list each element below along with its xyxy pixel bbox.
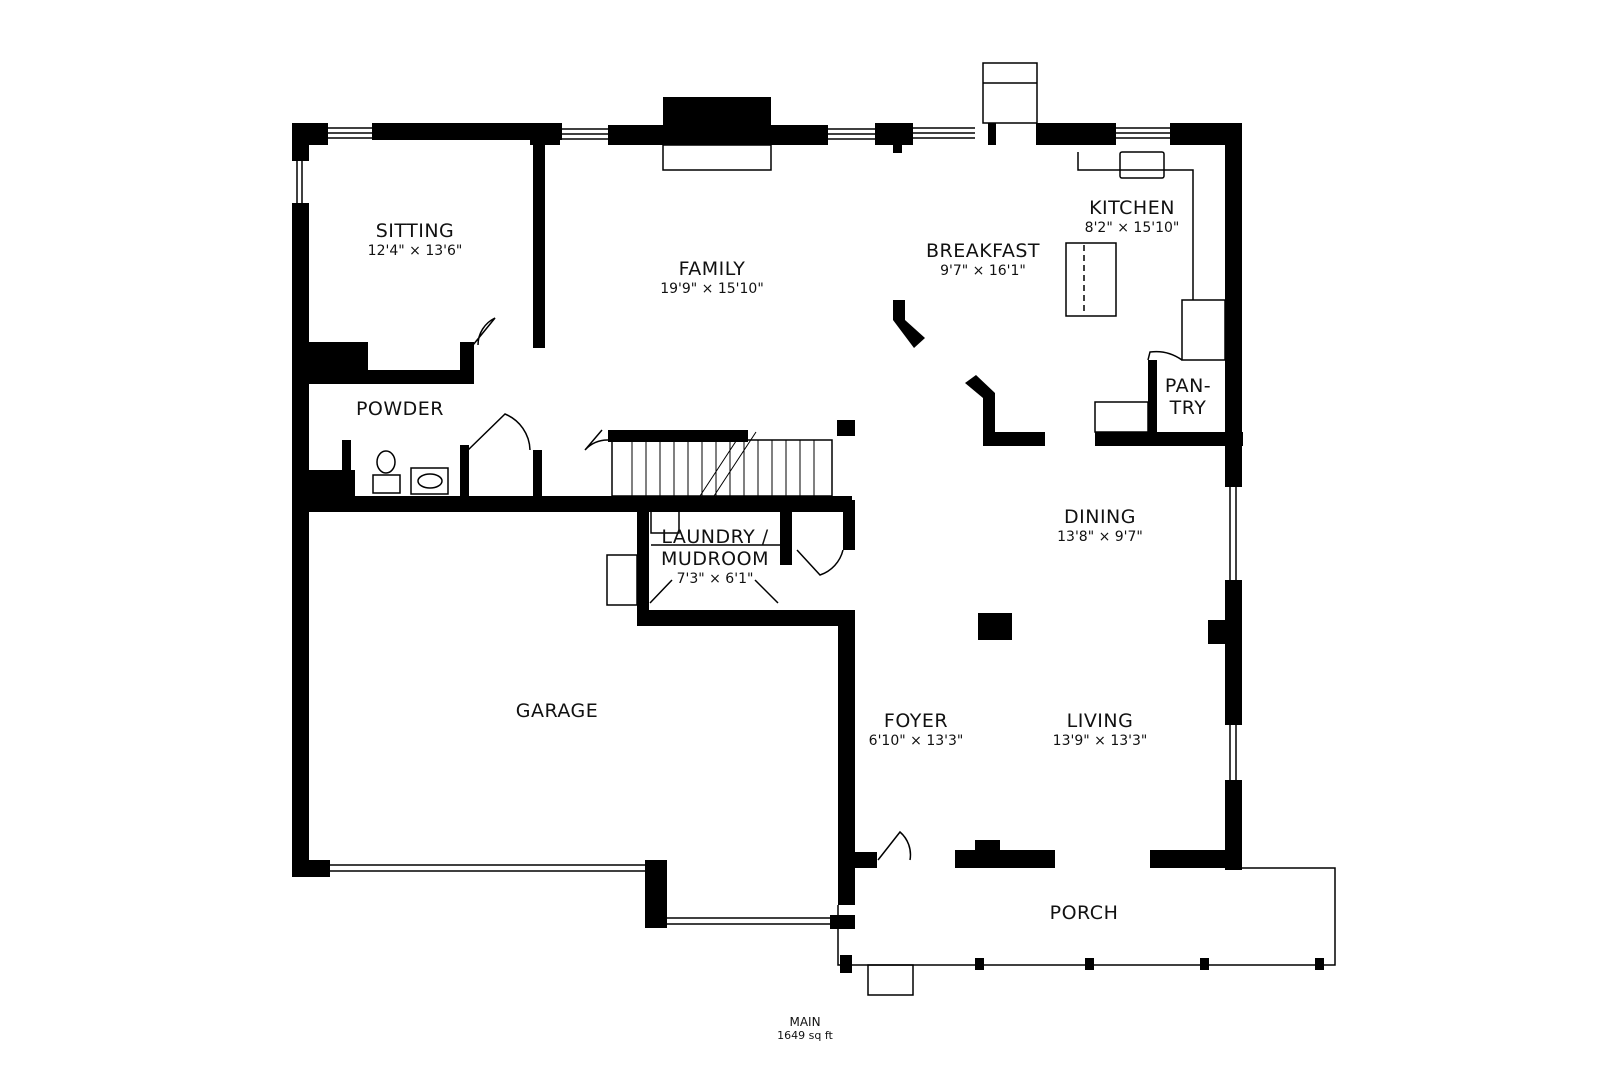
walls bbox=[292, 97, 1324, 973]
room-dimensions: 12'4" × 13'6" bbox=[367, 243, 463, 259]
room-kitchen: KITCHEN 8'2" × 15'10" bbox=[1085, 197, 1180, 237]
room-name: SITTING bbox=[375, 220, 455, 242]
room-garage: GARAGE bbox=[516, 700, 599, 722]
room-dimensions: 7'3" × 6'1" bbox=[676, 571, 754, 587]
room-name: DINING bbox=[1064, 506, 1136, 528]
room-dimensions: 8'2" × 15'10" bbox=[1084, 220, 1180, 236]
room-laundry-mudroom: LAUNDRY / MUDROOM 7'3" × 6'1" bbox=[661, 526, 769, 588]
room-dimensions: 6'10" × 13'3" bbox=[868, 733, 964, 749]
room-dining: DINING 13'8" × 9'7" bbox=[1057, 506, 1143, 546]
room-pantry: PAN- TRY bbox=[1165, 375, 1211, 419]
room-dimensions: 13'9" × 13'3" bbox=[1052, 733, 1148, 749]
room-name: FOYER bbox=[883, 710, 949, 732]
room-dimensions: 13'8" × 9'7" bbox=[1057, 529, 1143, 545]
room-name: GARAGE bbox=[515, 700, 599, 722]
room-living: LIVING 13'9" × 13'3" bbox=[1053, 710, 1148, 750]
room-family: FAMILY 19'9" × 15'10" bbox=[660, 258, 764, 298]
room-dimensions: 19'9" × 15'10" bbox=[660, 281, 764, 297]
room-foyer: FOYER 6'10" × 13'3" bbox=[869, 710, 964, 750]
room-name: BREAKFAST bbox=[925, 240, 1041, 262]
room-name: LAUNDRY / bbox=[661, 526, 769, 548]
room-name-line2: TRY bbox=[1169, 397, 1207, 419]
total-area: 1649 sq ft bbox=[777, 1029, 833, 1042]
room-porch: PORCH bbox=[1050, 902, 1119, 924]
room-name-line1: PAN- bbox=[1164, 375, 1212, 397]
room-name: LIVING bbox=[1066, 710, 1134, 732]
plan-footer: MAIN 1649 sq ft bbox=[777, 1015, 833, 1042]
room-dimensions: 9'7" × 16'1" bbox=[940, 263, 1026, 279]
room-powder: POWDER bbox=[356, 398, 444, 420]
room-breakfast: BREAKFAST 9'7" × 16'1" bbox=[926, 240, 1040, 280]
room-name: KITCHEN bbox=[1089, 197, 1175, 219]
room-name: POWDER bbox=[355, 398, 445, 420]
room-name: FAMILY bbox=[678, 258, 746, 280]
outlines bbox=[296, 62, 1336, 996]
room-sitting: SITTING 12'4" × 13'6" bbox=[368, 220, 463, 260]
room-name: PORCH bbox=[1049, 902, 1119, 924]
level-label: MAIN bbox=[789, 1015, 821, 1029]
room-name-line2: MUDROOM bbox=[661, 548, 769, 570]
